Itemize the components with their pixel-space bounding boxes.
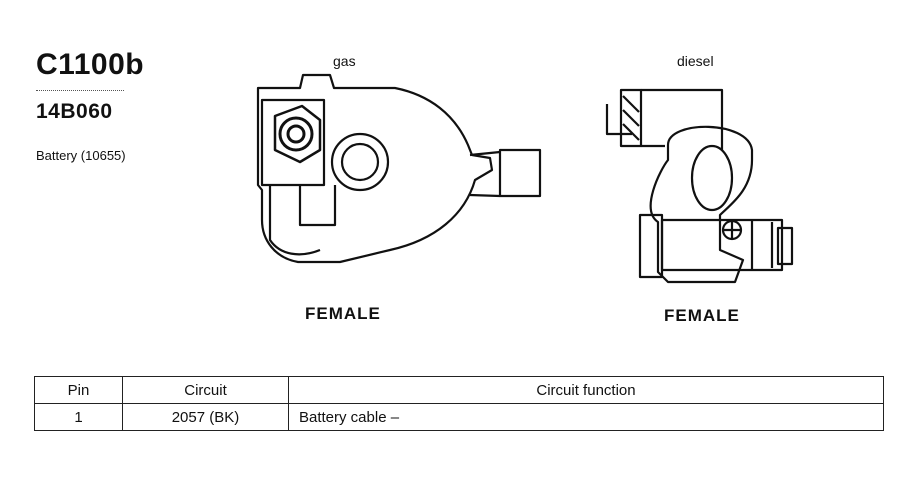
circuit-cell: 2057 (BK): [122, 403, 289, 431]
gas-terminal-drawing: [256, 73, 542, 264]
pin-column-header: Pin: [34, 376, 123, 404]
diesel-gender-label: FEMALE: [664, 306, 740, 325]
table-row: 1 2057 (BK) Battery cable –: [34, 403, 884, 431]
diesel-variant-label: diesel: [677, 53, 714, 69]
gas-variant-label: gas: [333, 53, 356, 69]
function-column-header: Circuit function: [288, 376, 884, 404]
gas-gender-label: FEMALE: [305, 304, 381, 323]
header-divider: [36, 90, 124, 91]
function-cell: Battery cable –: [288, 403, 884, 431]
connector-description: Battery (10655): [36, 148, 126, 163]
pin-cell: 1: [34, 403, 123, 431]
circuit-column-header: Circuit: [122, 376, 289, 404]
pin-table-header-row: Pin Circuit Circuit function: [34, 376, 884, 404]
diesel-terminal-drawing: [605, 88, 794, 284]
part-number: 14B060: [36, 100, 113, 123]
connector-code: C1100b: [36, 48, 145, 81]
pin-table: Pin Circuit Circuit function 1 2057 (BK)…: [34, 376, 884, 431]
